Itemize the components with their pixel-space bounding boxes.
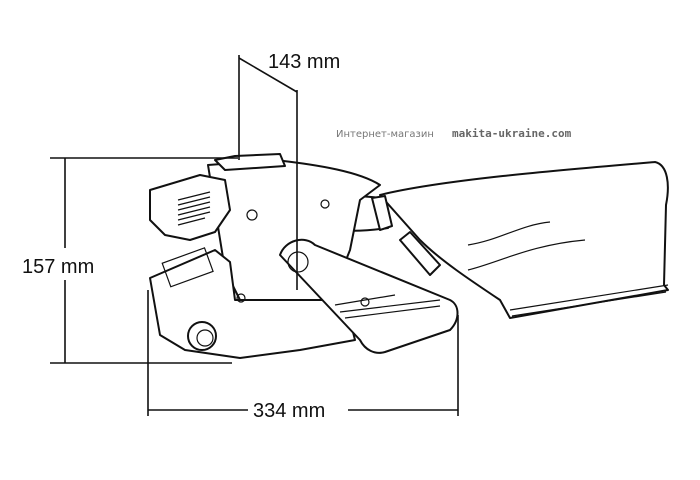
adjustment-knob	[187, 321, 217, 351]
watermark-label: Интернет-магазин	[336, 129, 434, 140]
sander-body	[149, 153, 459, 359]
length-dimension	[147, 290, 459, 416]
height-dimension	[50, 157, 238, 364]
depth-dimension	[238, 55, 298, 290]
length-label: 334 mm	[253, 400, 325, 422]
dust-bag	[379, 161, 669, 319]
watermark-site: makita-ukraine.com	[452, 127, 572, 140]
depth-label: 143 mm	[268, 51, 340, 73]
height-label: 157 mm	[22, 256, 94, 278]
